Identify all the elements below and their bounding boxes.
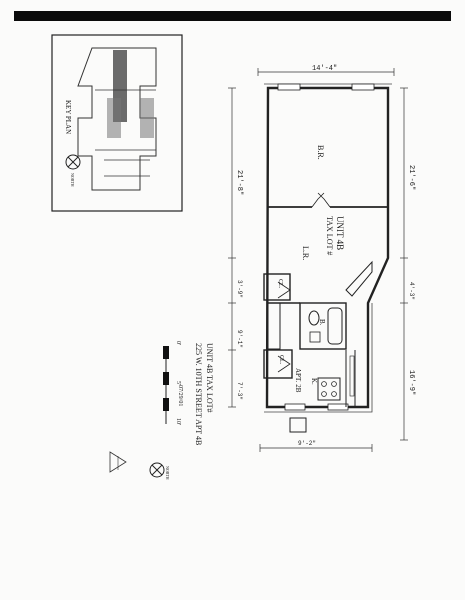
stove [317, 377, 341, 401]
room-unit-label: UNIT 4B [335, 216, 345, 250]
scale-label-5: 5' [175, 381, 181, 385]
window-top-left [277, 83, 301, 91]
bathtub [327, 307, 343, 345]
scale-label-0: 0' [175, 341, 181, 345]
room-cl1-label: CL. [277, 279, 283, 289]
room-tax-lot-label: TAX LOT # [325, 216, 334, 255]
key-plan-north-label: NORTH [70, 173, 75, 187]
dimension-lines [228, 68, 408, 452]
door-br [311, 192, 331, 208]
dim-kitchen-width: 7'-3" [236, 382, 243, 400]
room-cl2-label: CL. [278, 355, 284, 365]
dim-right-br: 21'-6" [407, 165, 415, 190]
dim-left-br: 21'-8" [235, 170, 243, 195]
key-plan-north-icon [65, 154, 81, 170]
closet-1 [263, 273, 291, 301]
refrigerator [289, 417, 307, 433]
stamp-mark [109, 451, 127, 473]
north-label: NORTH [165, 466, 170, 480]
exterior-wall [265, 86, 390, 409]
dim-right-offset: 4'-3" [408, 282, 415, 300]
room-apt-label: APT. 2B [294, 368, 302, 393]
title-block: UNIT 4B TAX LOT# 225 W. 10TH STREET APT … [177, 343, 214, 445]
key-plan-frame [51, 34, 183, 212]
room-labels: B.R. UNIT 4B TAX LOT # L.R. CL. B. CL. A… [277, 145, 345, 393]
key-plan-building [77, 47, 157, 191]
window-bottom-right [327, 403, 349, 411]
room-k-label: K. [310, 378, 318, 385]
north-arrow-icon [149, 462, 165, 478]
scale-bar: 0' 5' 10' [163, 341, 181, 425]
entry-wall [345, 260, 373, 297]
unit-title: UNIT 4B TAX LOT# [205, 343, 214, 413]
dimension-labels: 14'-4" 21'-8" 21'-6" 3'-9" 9'-1" 7'-3" 4… [235, 65, 415, 447]
room-b-label: B. [318, 319, 326, 326]
room-lr-label: L.R. [301, 246, 310, 260]
address-line: 225 W. 10TH STREET APT 4B [194, 343, 203, 445]
top-black-bar [14, 11, 451, 21]
window-bottom-left [284, 403, 306, 411]
scale-label-10: 10' [175, 418, 181, 425]
toilet [308, 310, 320, 326]
dim-top-width: 14'-4" [312, 65, 337, 73]
window-top-right [351, 83, 375, 91]
sink [309, 331, 321, 343]
apartment-plan [228, 68, 408, 452]
dim-bottom-width: 9'-2" [298, 440, 316, 447]
date-label: 07/29/01 [177, 385, 183, 406]
dim-mid-width: 9'-1" [236, 330, 243, 348]
dim-right-lower: 16'-9" [407, 370, 415, 395]
key-plan: KEY PLAN NORTH [51, 34, 183, 212]
bathroom [299, 302, 347, 350]
dim-cl1-width: 3'-9" [236, 280, 243, 298]
room-br-label: B.R. [316, 145, 325, 160]
key-plan-title: KEY PLAN [64, 100, 72, 134]
closet-2 [263, 349, 293, 379]
